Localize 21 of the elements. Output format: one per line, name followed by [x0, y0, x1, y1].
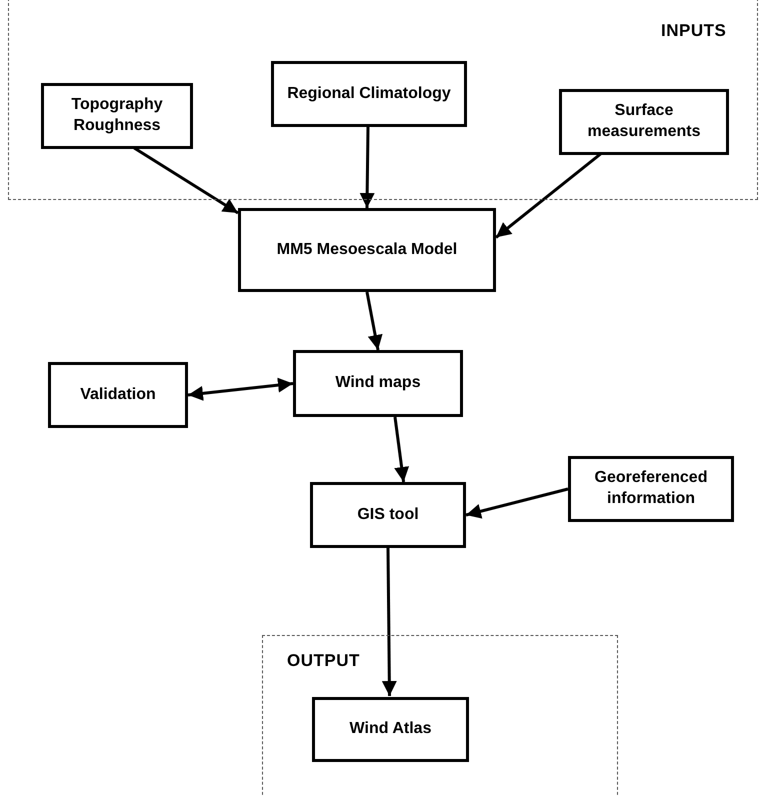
section-title: OUTPUT	[287, 651, 360, 671]
process-box: GIS tool	[310, 482, 466, 548]
section-title: INPUTS	[661, 21, 726, 41]
dashed-group-region	[262, 635, 618, 796]
arrow	[466, 488, 568, 519]
process-box: Wind maps	[293, 350, 463, 417]
arrow	[366, 292, 383, 350]
arrow	[360, 126, 375, 208]
process-box: Regional Climatology	[271, 61, 467, 127]
arrow	[495, 152, 602, 239]
process-box: Wind Atlas	[312, 697, 469, 762]
process-box: MM5 Mesoescala Model	[238, 208, 496, 292]
arrow	[394, 416, 410, 482]
process-box: Georeferenced information	[568, 456, 734, 522]
process-box: Validation	[48, 362, 188, 428]
process-box: Surface measurements	[559, 89, 729, 155]
dashed-group-region	[8, 0, 758, 200]
process-box: Topography Roughness	[41, 83, 193, 149]
arrow	[133, 146, 239, 214]
arrow	[188, 378, 294, 401]
arrow	[382, 548, 397, 696]
